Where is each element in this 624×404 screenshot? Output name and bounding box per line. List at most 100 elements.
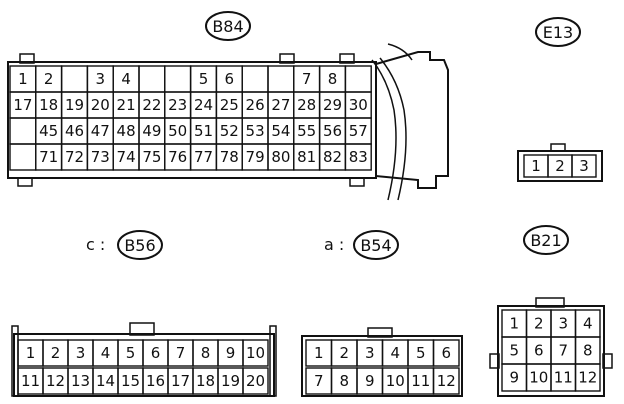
b84-pin-number: 4 — [121, 70, 131, 88]
b54-label: B54 — [360, 236, 391, 255]
b84-pin-number: 2 — [44, 70, 54, 88]
b84-pin-number: 26 — [246, 96, 265, 114]
e13-latch — [550, 143, 566, 152]
b56-pin-number: 12 — [46, 372, 65, 390]
b84-pin-number: 30 — [349, 96, 368, 114]
b84-pin-number: 54 — [271, 122, 290, 140]
b84-wire — [379, 57, 407, 201]
b84-wire — [387, 43, 413, 61]
b84-pin-number: 28 — [297, 96, 316, 114]
b21-pin-number: 8 — [583, 342, 593, 360]
b56-pin-number: 20 — [246, 372, 265, 390]
b84-wire — [371, 59, 397, 201]
b54-pin-number: 10 — [386, 372, 405, 390]
b56-pin-number: 3 — [76, 344, 86, 362]
b84-pin-number: 45 — [39, 122, 58, 140]
b21-body — [497, 305, 605, 397]
b21-pin-number: 3 — [558, 315, 568, 333]
b84-pin-number: 75 — [142, 148, 161, 166]
b84-pin-number: 18 — [39, 96, 58, 114]
b54-pin-number: 2 — [339, 344, 349, 362]
b54-pin-cell — [432, 367, 460, 395]
b84-pin-number: 80 — [271, 148, 290, 166]
b84-pin-number: 57 — [349, 122, 368, 140]
b84-pin-cell — [138, 65, 166, 93]
b54-prefix: a : — [324, 235, 344, 254]
b84-pin-number: 20 — [91, 96, 110, 114]
b21-label-oval — [523, 225, 569, 255]
b56-pin-number: 8 — [201, 344, 211, 362]
b56-pin-number: 17 — [171, 372, 190, 390]
b84-pin-number: 51 — [194, 122, 213, 140]
b21-pin-number: 1 — [509, 315, 519, 333]
b54-pin-cell — [432, 339, 460, 367]
b56-pin-number: 19 — [221, 372, 240, 390]
e13-pin-number: 1 — [531, 157, 541, 175]
b21-pin-number: 5 — [509, 342, 519, 360]
b56-pin-number: 4 — [101, 344, 111, 362]
b56-prefix: c : — [86, 235, 105, 254]
b54-pin-number: 4 — [390, 344, 400, 362]
b84-pin-cell — [344, 143, 372, 171]
b54-label-oval — [353, 230, 399, 260]
b56-pin-number: 5 — [126, 344, 136, 362]
b56-pin-number: 1 — [26, 344, 36, 362]
b21-pin-number: 4 — [583, 315, 593, 333]
b21-pin-number: 11 — [554, 369, 573, 387]
b56-pin-number: 10 — [246, 344, 265, 362]
b84-pin-number: 5 — [199, 70, 209, 88]
b84-pin-cell — [267, 65, 295, 93]
b84-bottom-tab — [17, 177, 33, 187]
b84-pin-cell — [9, 143, 37, 171]
b56-pin-number: 11 — [21, 372, 40, 390]
b56-pin-number: 18 — [196, 372, 215, 390]
b84-pin-number: 55 — [297, 122, 316, 140]
b84-pin-number: 8 — [328, 70, 338, 88]
b84-label: B84 — [212, 17, 243, 36]
b84-pin-number: 82 — [323, 148, 342, 166]
b56-pin-number: 13 — [71, 372, 90, 390]
b84-pin-cell — [9, 117, 37, 145]
b84-pin-number: 17 — [13, 96, 32, 114]
b84-pin-number: 46 — [65, 122, 84, 140]
b21-pin-number: 6 — [534, 342, 544, 360]
b56-pin-cell — [242, 339, 269, 367]
b21-pin-number: 10 — [529, 369, 548, 387]
b84-pin-number: 27 — [271, 96, 290, 114]
b54-pin-number: 6 — [441, 344, 451, 362]
b84-pin-number: 1 — [18, 70, 28, 88]
b21-pin-number: 12 — [578, 369, 597, 387]
b84-pin-number: 83 — [349, 148, 368, 166]
b54-pin-number: 8 — [339, 372, 349, 390]
b84-pin-number: 81 — [297, 148, 316, 166]
b84-pin-cell — [164, 65, 192, 93]
b56-body — [13, 333, 275, 397]
b56-pin-number: 9 — [226, 344, 236, 362]
e13-label-oval — [535, 17, 581, 47]
b56-label: B56 — [124, 236, 155, 255]
b21-pin-number: 2 — [534, 315, 544, 333]
b84-pin-number: 71 — [39, 148, 58, 166]
b84-pin-number: 52 — [220, 122, 239, 140]
b84-pin-number: 25 — [220, 96, 239, 114]
b56-pin-cell — [242, 367, 269, 395]
e13-label: E13 — [543, 23, 573, 42]
b84-pin-number: 78 — [220, 148, 239, 166]
b54-pin-number: 3 — [365, 344, 375, 362]
b84-body — [7, 61, 377, 179]
e13-pin-number: 3 — [579, 157, 589, 175]
b84-label-oval — [205, 11, 251, 41]
b84-pin-number: 7 — [302, 70, 312, 88]
b56-label-oval — [117, 230, 163, 260]
b54-body — [301, 335, 463, 397]
b84-pin-cell — [60, 65, 89, 93]
b54-pin-number: 11 — [411, 372, 430, 390]
